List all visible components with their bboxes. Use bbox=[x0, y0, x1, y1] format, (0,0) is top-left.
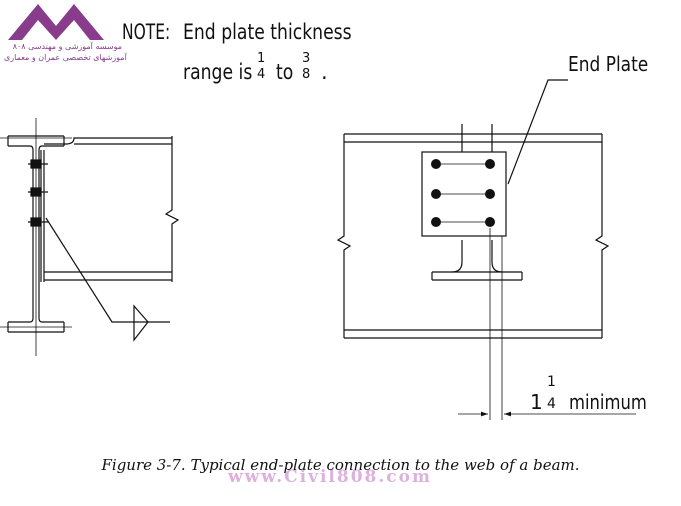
minimum-dim-whole: 1 bbox=[530, 390, 543, 414]
logo-text-line1: موسسه آموزشی و مهندسی ۸۰۸ bbox=[12, 42, 122, 51]
logo-text-line2: آموزشهای تخصصی عمران و معماری bbox=[4, 53, 127, 62]
minimum-dim-den: 4 bbox=[547, 396, 556, 412]
note-label: NOTE: bbox=[122, 20, 171, 44]
minimum-dim-num: 1 bbox=[547, 374, 556, 390]
note-frac2-den: 8 bbox=[302, 67, 311, 82]
note-to-word: to bbox=[276, 60, 294, 84]
beam-elevation-view bbox=[336, 79, 636, 420]
end-plate-label: End Plate bbox=[568, 52, 649, 76]
note-line1: End plate thickness bbox=[183, 20, 352, 44]
note-period: . bbox=[321, 60, 328, 84]
logo-mark-icon bbox=[8, 4, 104, 40]
column-section-view bbox=[0, 118, 180, 356]
figure-caption: Figure 3-7. Typical end-plate connection… bbox=[101, 456, 580, 474]
logo: موسسه آموزشی و مهندسی ۸۰۸ آموزشهای تخصصی… bbox=[4, 2, 127, 68]
note-range-prefix: range is bbox=[183, 60, 253, 84]
note-frac2-num: 3 bbox=[302, 51, 311, 66]
watermark: www.Civil808.com bbox=[228, 467, 432, 487]
minimum-dim-word: minimum bbox=[569, 390, 647, 414]
note-frac1-den: 4 bbox=[257, 67, 266, 82]
note-frac1-num: 1 bbox=[257, 51, 266, 66]
